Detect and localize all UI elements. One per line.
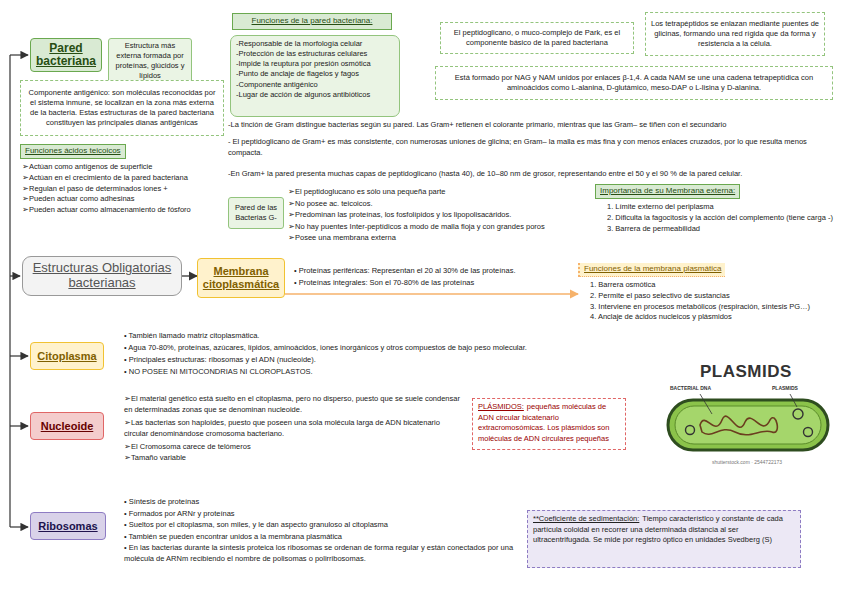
note-text: -En Gram+ la pared presenta muchas capas… xyxy=(228,168,842,179)
list-group: Funciones de la membrana plasmática 1. Ba… xyxy=(578,263,842,331)
node-text: Está formado por NAG y NAM unidos por en… xyxy=(440,73,828,93)
node-text: ➢Actúan como antígenos de superficie xyxy=(20,162,225,173)
note-text: ➢El peptidoglucano es sólo una pequeña p… xyxy=(288,186,588,197)
node-text: Membrana citoplasmática xyxy=(202,265,280,290)
node-text: El peptidoglicano, o muco-complejo de Pa… xyxy=(445,28,629,48)
note-text: ➢Predominan las proteínas, los fosfolípi… xyxy=(288,209,588,220)
topic-box: Ribosomas xyxy=(30,512,106,540)
node-text: Citoplasma xyxy=(37,350,96,363)
node-text: Componente antigénico: son moléculas rec… xyxy=(25,88,219,129)
note-box: Está formado por NAG y NAM unidos por en… xyxy=(435,66,833,100)
node-text: ➢Pueden actuar como almacenamiento de fó… xyxy=(20,205,225,216)
node-text: 2. Dificulta la fagocitosis y la acción … xyxy=(595,213,835,224)
note-box: PLÁSMIDOS:pequeñas moléculas de ADN circ… xyxy=(472,398,626,450)
node-text: 1. Barrera osmótica xyxy=(578,280,842,291)
node-text: -Lugar de acción de algunos antibióticos xyxy=(236,90,394,100)
note-box: El peptidoglicano, o muco-complejo de Pa… xyxy=(440,22,634,54)
note-text: ➢Las bacterias son haploides, puesto que… xyxy=(124,417,464,440)
node-text: Pared bacteriana xyxy=(35,42,97,68)
topic-box: Pared de las Bacterias G- xyxy=(228,197,284,229)
node-text: 3. Barrera de permeabilidad xyxy=(595,224,835,235)
note-text: • NO POSEE NI MITOCONDRIAS NI CLOROPLAST… xyxy=(124,366,734,377)
topic-box: Citoplasma xyxy=(30,342,104,370)
note-box: Componente antigénico: son moléculas rec… xyxy=(20,80,224,136)
illustration-label: BACTERIAL DNA xyxy=(670,386,730,392)
note-text: • Proteínas integrales: Son el 70-80% de… xyxy=(294,277,570,288)
node-text: -Impide la reuptura por presión osmótica xyxy=(236,59,394,69)
watermark: shutterstock.com · 2544722173 xyxy=(712,460,822,466)
connector-arrow xyxy=(182,275,197,276)
connector-arrow xyxy=(285,293,578,294)
topic-box: Nucleoide xyxy=(30,412,104,440)
node-text: Nucleoide xyxy=(41,419,94,434)
note-text: • También se pueden encontrar unidos a l… xyxy=(124,531,520,542)
note-box: Los tetrapéptidos se enlazan mediante pu… xyxy=(645,12,825,56)
heading-text: PLÁSMIDOS: xyxy=(478,402,524,411)
node-text: ➢Actúan en el crecimiento de la pared ba… xyxy=(20,173,225,184)
node-text: -Punto de anclaje de flagelos y fagos xyxy=(236,69,394,79)
note-text: • Proteínas periféricas: Representan el … xyxy=(294,265,570,276)
list-box: -Responsable de la morfología celular-Pr… xyxy=(230,35,400,117)
note-text: • Sueltos por el citoplasma, son miles, … xyxy=(124,519,520,530)
heading-text: Funciones de la membrana plasmática xyxy=(578,263,725,277)
note-text: ➢No hay puentes Inter-peptídicos a modo … xyxy=(288,221,588,232)
node-text: 2. Permite el paso selectivo de sustanci… xyxy=(578,291,842,302)
node-text: Estructura más externa formada por prote… xyxy=(113,41,187,82)
note-text: - El peptidoglicano de Gram+ es más cons… xyxy=(228,136,842,159)
main-topic-box: Pared bacteriana xyxy=(30,38,102,72)
note-text: • Principales estructuras: ribosomas y e… xyxy=(124,354,734,365)
illustration-title: PLASMIDS xyxy=(700,363,810,382)
note-text: -La tinción de Gram distingue bacterias … xyxy=(228,119,842,130)
node-text: -Protección de las estructuras celulares xyxy=(236,49,394,59)
plasmid-illustration xyxy=(668,394,828,450)
note-text: ➢Tamaño variable xyxy=(124,452,464,463)
node-text: ➢Regulan el paso de determinados iones + xyxy=(20,184,225,195)
note-text: ➢Posee una membrana externa xyxy=(288,232,588,243)
note-text: • También llamado matriz citoplasmática. xyxy=(124,330,734,341)
heading-text: Funciones ácidos teicoicos xyxy=(20,144,126,159)
node-text: -Componente antigénico xyxy=(236,80,394,90)
node-text: 1. Límite externo del periplasma xyxy=(595,202,835,213)
note-text: • Síntesis de proteínas xyxy=(124,496,520,507)
description-box: Estructura más externa formada por prote… xyxy=(108,38,192,85)
illustration-label: PLASMIDS xyxy=(772,386,822,392)
node-text: ➢Pueden actuar como adhesinas xyxy=(20,194,225,205)
node-text: Ribosomas xyxy=(38,519,97,534)
list-group: Funciones ácidos teicoicos ➢Actúan como a… xyxy=(20,144,225,224)
heading-text: Importancia de su Membrana externa: xyxy=(595,184,740,199)
topic-box: Membrana citoplasmática xyxy=(197,258,285,298)
node-text: 4. Anclaje de ácidos nucleicos y plásmid… xyxy=(578,312,842,323)
note-text: • Agua 70-80%, proteínas, azúcares, lípi… xyxy=(124,342,734,353)
node-text: Funciones de la pared bacteriana: xyxy=(252,16,373,27)
note-text: • Formados por ARNr y proteínas xyxy=(124,508,520,519)
node-text: -Responsable de la morfología celular xyxy=(236,39,394,49)
node-text: 3. Interviene en procesos metabólicos (r… xyxy=(578,302,842,313)
note-text: • En las bacterias durante la síntesis p… xyxy=(124,542,520,565)
node-text: Estructuras Obligatorias bacterianas xyxy=(27,261,177,291)
note-box: **Coeficiente de sedimentación:Tiempo ca… xyxy=(527,510,801,568)
list-group: Importancia de su Membrana externa: 1. Lí… xyxy=(595,184,835,246)
note-text: ➢El material genético está suelto en el … xyxy=(124,393,464,416)
note-text: ➢No posee ac. teicoicos. xyxy=(288,198,588,209)
heading-box: Funciones de la pared bacteriana: xyxy=(232,13,392,30)
root-box: Estructuras Obligatorias bacterianas xyxy=(22,256,182,296)
node-text: Pared de las Bacterias G- xyxy=(233,203,279,223)
note-text: ➢El Cromosoma carece de telómeros xyxy=(124,441,464,452)
node-text: Los tetrapéptidos se enlazan mediante pu… xyxy=(650,19,820,49)
heading-text: **Coeficiente de sedimentación: xyxy=(533,514,639,523)
